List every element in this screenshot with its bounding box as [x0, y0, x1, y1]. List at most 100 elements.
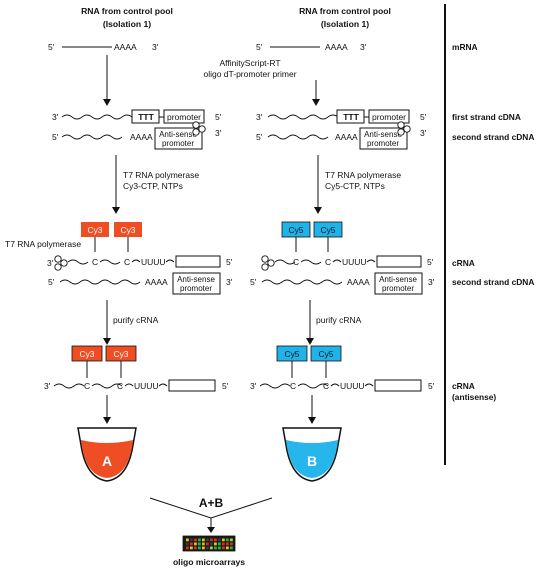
microarray-spot	[214, 546, 217, 550]
polya-label: AAAA	[130, 132, 153, 142]
tube-a: A	[77, 427, 137, 482]
three-prime-label: 3'	[47, 258, 54, 268]
five-prime-label: 5'	[226, 257, 233, 267]
antisense-label-line2: promoter	[180, 284, 212, 293]
microarray-spot	[186, 538, 189, 542]
tube-b-liquid	[286, 440, 338, 478]
microarray-spot	[210, 538, 213, 542]
microarray-spot	[222, 546, 225, 550]
right-t7-label: T7 RNA polymerase	[325, 170, 401, 180]
left-template-strand: 5' AAAA Anti-sense promoter 3'	[48, 272, 233, 295]
cy5-dye-label: Cy5	[285, 349, 300, 359]
side-label-crna-antisense-2: (antisense)	[452, 392, 496, 402]
microarray-spot	[198, 542, 201, 546]
microarray-spot	[186, 542, 189, 546]
microarray-spot	[206, 542, 209, 546]
microarray-chip	[182, 535, 236, 552]
polymerase-bead-icon	[397, 128, 405, 136]
arrow-left-4	[103, 395, 111, 424]
rt-primer-label: oligo dT-promoter primer	[203, 69, 296, 79]
polymerase-bead-icon	[403, 125, 411, 133]
ttt-label: TTT	[138, 112, 154, 122]
five-prime-label: 5'	[250, 277, 257, 287]
left-mrna: 5' AAAA 3'	[48, 42, 159, 52]
antisense-label-line2: promoter	[367, 139, 399, 148]
three-prime-label: 3'	[250, 381, 257, 391]
antisense-label-line1: Anti-sense	[364, 130, 402, 139]
right-header-line1: RNA from control pool	[299, 6, 391, 16]
polymerase-bead-icon	[267, 259, 275, 267]
left-purify-label: purify cRNA	[113, 315, 159, 325]
cy3-dye-box	[81, 222, 109, 237]
polya-label: AAAA	[325, 42, 348, 52]
right-template-strand: 5' AAAA Anti-sense promoter 3'	[250, 272, 435, 295]
five-prime-label: 5'	[428, 381, 435, 391]
microarray-spot	[210, 542, 213, 546]
arrow-left-1	[103, 55, 111, 106]
polymerase-bead-icon	[198, 125, 206, 133]
arrow-right-4	[308, 395, 316, 424]
five-prime-label: 5'	[52, 132, 59, 142]
microarray-spot	[194, 546, 197, 550]
microarray-spot	[214, 542, 217, 546]
antisense-label-line1: Anti-sense	[177, 275, 215, 284]
microarray-spot	[194, 542, 197, 546]
microarray-spot	[230, 538, 233, 542]
three-prime-label: 3'	[360, 42, 367, 52]
polya-label: AAAA	[335, 132, 358, 142]
tube-b-letter: B	[307, 453, 317, 469]
right-t7-reagents: Cy5-CTP, NTPs	[325, 181, 385, 191]
left-labeled-crna: Cy3 Cy3 3' C C UUUU 5'	[44, 345, 229, 392]
right-first-strand: 3' TTT promoter 5'	[256, 109, 427, 124]
combine-lines	[149, 497, 273, 533]
microarray-spot	[206, 538, 209, 542]
right-mrna: 5' AAAA 3'	[256, 42, 367, 52]
microarray-spot	[226, 538, 229, 542]
right-purify-label: purify cRNA	[316, 315, 362, 325]
tube-a-liquid	[81, 440, 133, 478]
right-labeled-crna: Cy5 Cy5 3' C C UUUU 5'	[250, 345, 435, 392]
left-t7-label: T7 RNA polymerase	[123, 170, 199, 180]
microarray-spot	[214, 538, 217, 542]
side-label-crna-antisense-1: cRNA	[452, 381, 475, 391]
polyu-label: UUUU	[134, 381, 159, 391]
side-label-crna: cRNA	[452, 258, 475, 268]
three-prime-label: 3'	[420, 128, 427, 138]
three-prime-label: 3'	[52, 112, 59, 122]
side-label-mrna: mRNA	[452, 42, 478, 52]
microarray-spot	[190, 538, 193, 542]
three-prime-label: 3'	[256, 112, 263, 122]
cy3-dye-label: Cy3	[88, 225, 103, 235]
polyu-label: UUUU	[141, 257, 166, 267]
cytidine-label: C	[84, 381, 90, 391]
five-prime-label: 5'	[222, 381, 229, 391]
t7-polymerase-label: T7 RNA polymerase	[5, 239, 81, 249]
microarray-spot	[222, 538, 225, 542]
promoter-label: promoter	[167, 112, 201, 122]
cy3-dye-label: Cy3	[80, 349, 95, 359]
cy3-dye-label: Cy3	[121, 225, 136, 235]
left-dye-boxes: Cy3 Cy3	[81, 222, 142, 252]
left-first-strand: 3' TTT promoter 5'	[52, 109, 222, 124]
polymerase-bead-icon	[261, 255, 269, 263]
microarray-spot	[202, 542, 205, 546]
microarray-spot	[218, 538, 221, 542]
cytidine-label: C	[325, 257, 331, 267]
five-prime-label: 5'	[420, 112, 427, 122]
polymerase-bead-icon	[261, 263, 269, 271]
microarray-label: oligo microarrays	[173, 557, 245, 567]
side-label-second-strand-2: second strand cDNA	[452, 277, 534, 287]
cytidine-label: C	[92, 257, 98, 267]
five-prime-label: 5'	[215, 112, 222, 122]
arrow-left-3	[103, 300, 111, 345]
microarray-spot	[194, 538, 197, 542]
cytidine-label: C	[117, 381, 123, 391]
microarray-spot	[198, 538, 201, 542]
microarray-spot	[190, 542, 193, 546]
ttt-label: TTT	[343, 112, 359, 122]
arrow-right-3	[306, 300, 314, 345]
microarray-spot	[222, 542, 225, 546]
cytidine-label: C	[124, 257, 130, 267]
polya-label: AAAA	[114, 42, 137, 52]
rt-enzyme-label: AffinityScript-RT	[219, 58, 280, 68]
